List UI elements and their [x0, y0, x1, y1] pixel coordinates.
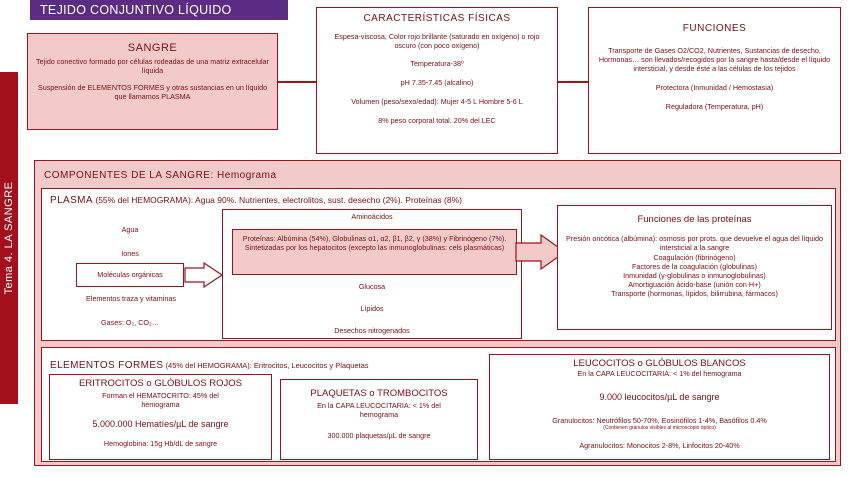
caracteristicas-item: Temperatura-38º [410, 59, 464, 68]
organic-item: Desechos nitrogenados [334, 326, 410, 335]
arrow-right-icon [515, 234, 567, 270]
protein-function-item: Factores de la coagulación (globulinas) [631, 262, 758, 271]
funciones-item: Transporte de Gases O2/CO2, Nutrientes, … [598, 46, 831, 73]
plasma-heading: PLASMA (55% del HEMOGRAMA): Agua 90%. Nu… [50, 195, 462, 206]
connector-caracteristicas-funciones [558, 81, 588, 83]
organic-aminoacidos: Aminoácidos [351, 212, 393, 221]
componentes-title: COMPONENTES DE LA SANGRE: Hemograma [44, 170, 277, 181]
leucocitos-capa: En la CAPA LEUCOCITARIA: < 1% del hemogr… [577, 369, 742, 378]
funciones-title: FUNCIONES [682, 23, 747, 34]
plaquetas-count: 300.000 plaquetas/µL de sangre [327, 431, 431, 440]
plaquetas-box: PLAQUETAS o TROMBOCITOS En la CAPA LEUCO… [280, 379, 478, 460]
caracteristicas-box: CARACTERÍSTICAS FÍSICAS Espesa-viscosa, … [316, 7, 558, 154]
organic-proteinas: Proteínas: Albúmina (54%), Globulinas α1… [232, 229, 517, 275]
plasma-desc: (55% del HEMOGRAMA): [95, 195, 194, 205]
elementos-heading: ELEMENTOS FORMES (45% del HEMOGRAMA): Er… [50, 360, 369, 371]
leucocitos-box: LEUCOCITOS o GLÓBULOS BLANCOS En la CAPA… [489, 354, 830, 460]
leucocitos-count: 9.000 leucocitos/µL de sangre [599, 392, 720, 402]
caracteristicas-item: pH 7.35-7.45 (alcalino) [400, 78, 474, 87]
protein-function-item: Transporte (hormonas, lípidos, bilirrubi… [611, 289, 778, 298]
plasma-item: Agua [121, 225, 139, 234]
sangre-title: SANGRE [127, 42, 178, 54]
eritrocitos-title: ERITROCITOS o GLÓBULOS ROJOS [79, 378, 242, 389]
eritrocitos-hematocrito: Forman el HEMATOCRITO: 45% del hemograma [102, 391, 219, 409]
arrow-right-icon [184, 262, 224, 288]
caracteristicas-item: Volumen (peso/sexo/edad): Mujer 4-5 L Ho… [351, 97, 523, 106]
elementos-panel [41, 347, 836, 462]
plasma-item: Gases: O₂, CO₂… [101, 318, 159, 327]
eritrocitos-box: ERITROCITOS o GLÓBULOS ROJOS Forman el H… [49, 374, 272, 460]
plaquetas-capa: En la CAPA LEUCOCITARIA: < 1% del hemogr… [317, 401, 441, 419]
protein-function-item: Amortiguación ácido-base (unión con H+) [628, 280, 761, 289]
plasma-detail: Agua 90%. Nutrientes, electrolitos, sust… [195, 195, 462, 205]
sangre-box: SANGRE Tejido conectivo formado por célu… [27, 33, 278, 130]
leucocitos-granulocitos: Granulocitos: Neutrófilos 50-70%, Eosinó… [552, 416, 767, 425]
leucocitos-agranulocitos: Agranulocitos: Monocitos 2-8%, Linfocito… [579, 441, 740, 450]
caracteristicas-item: 8% peso corporal total. 20% del LEC [378, 116, 496, 125]
caracteristicas-item: Espesa-viscosa, Color rojo brillante (sa… [334, 32, 540, 50]
sangre-suspension: Suspensión de ELEMENTOS FORMES y otras s… [37, 83, 268, 101]
side-label: Tema 4. LA SANGRE [3, 181, 15, 295]
leucocitos-note: (Contienen gránulos visibles al microsco… [603, 425, 716, 431]
plasma-title: PLASMA [50, 195, 93, 206]
organic-item: Glucosa [358, 282, 386, 291]
protein-function-item: Inmunidad (γ-globulinas o inmunoglobulin… [623, 271, 766, 280]
eritrocitos-hemoglobina: Hemoglobina: 15g Hb/dL de sangre [103, 439, 218, 448]
protein-functions-title: Funciones de las proteínas [637, 214, 752, 225]
protein-functions-box: Funciones de las proteínas Presión oncót… [557, 205, 832, 330]
caracteristicas-title: CARACTERÍSTICAS FÍSICAS [363, 13, 511, 24]
sangre-definition: Tejido conectivo formado por células rod… [36, 57, 269, 75]
protein-function-item: Presión oncótica (albúmina): osmosis por… [566, 234, 823, 252]
funciones-item: Protectora (Inmunidad / Hemostasia) [655, 83, 774, 92]
funciones-item: Reguladora (Temperatura, pH) [665, 102, 764, 111]
side-label-bar: Tema 4. LA SANGRE [0, 72, 18, 404]
plasma-item: Elementos traza y vitaminas [86, 294, 176, 303]
connector-sangre-caracteristicas [278, 81, 316, 83]
plaquetas-title: PLAQUETAS o TROMBOCITOS [310, 388, 448, 399]
plasma-item-organicas: Moléculas orgánicas [76, 263, 184, 287]
eritrocitos-count: 5.000.000 Hematíes/µL de sangre [92, 419, 229, 429]
leucocitos-title: LEUCOCITOS o GLÓBULOS BLANCOS [573, 358, 746, 369]
protein-function-item: Coagulación (fibrinógeno) [653, 253, 736, 262]
organic-item: Lípidos [360, 304, 384, 313]
elementos-desc: (45% del HEMOGRAMA): Eritrocitos, Leucoc… [165, 361, 369, 370]
funciones-box: FUNCIONES Transporte de Gases O2/CO2, Nu… [588, 7, 841, 154]
page-title: TEJIDO CONJUNTIVO LÍQUIDO [30, 0, 288, 20]
plasma-item: Iones [121, 249, 139, 258]
elementos-title: ELEMENTOS FORMES [50, 360, 164, 371]
